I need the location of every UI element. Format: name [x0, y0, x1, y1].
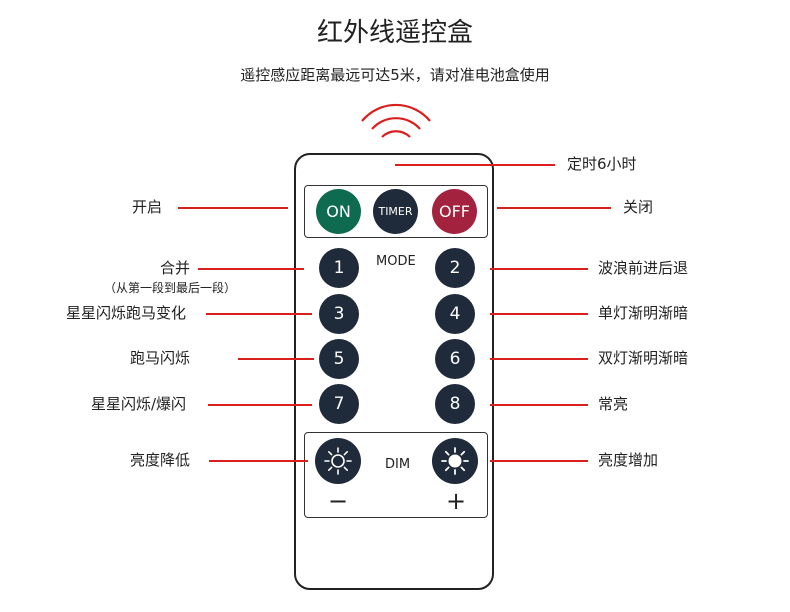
label-merge-note: （从第一段到最后一段）: [104, 281, 237, 295]
minus-sign: −: [328, 487, 349, 515]
ir-signal-icon: [361, 103, 431, 138]
callout-line-merge: [198, 268, 304, 270]
callout-line-dim-up: [490, 460, 588, 462]
mode-button-5[interactable]: 5: [319, 339, 359, 379]
label-on: 开启: [132, 198, 163, 216]
callout-line-star-burst: [208, 404, 312, 406]
mode-label: MODE: [376, 254, 416, 269]
mode-button-8[interactable]: 8: [435, 384, 475, 424]
mode-button-2[interactable]: 2: [435, 248, 475, 288]
dim-down-button[interactable]: [315, 438, 361, 484]
callout-line-on: [178, 207, 288, 209]
label-merge: 合并: [160, 259, 191, 277]
label-star-chase: 星星闪烁跑马变化: [66, 304, 187, 322]
page-subtitle: 遥控感应距离最远可达5米，请对准电池盒使用: [240, 66, 550, 84]
label-single-fade: 单灯渐明渐暗: [598, 304, 689, 322]
label-chase-flash: 跑马闪烁: [130, 349, 191, 367]
label-double-fade: 双灯渐明渐暗: [598, 349, 689, 367]
page-title: 红外线遥控盒: [316, 18, 473, 48]
callout-line-wave: [490, 268, 588, 270]
timer-button[interactable]: TIMER: [373, 189, 418, 234]
callout-line-double-fade: [490, 358, 588, 360]
label-off: 关闭: [623, 198, 654, 216]
label-star-burst: 星星闪烁/爆闪: [91, 395, 187, 413]
dim-panel: [304, 432, 488, 518]
off-button[interactable]: OFF: [432, 189, 477, 234]
on-button[interactable]: ON: [316, 189, 361, 234]
mode-button-1[interactable]: 1: [319, 248, 359, 288]
callout-line-steady: [490, 404, 588, 406]
callout-line-dim-down: [209, 460, 308, 462]
plus-sign: +: [446, 487, 467, 515]
label-dim-up: 亮度增加: [598, 451, 659, 469]
callout-line-star-chase: [206, 313, 312, 315]
callout-line-timer6h: [395, 164, 555, 166]
label-steady: 常亮: [598, 395, 629, 413]
callout-line-chase-flash: [238, 358, 314, 360]
dim-label: DIM: [385, 457, 411, 472]
sun-outline-icon: [324, 447, 352, 475]
callout-line-single-fade: [490, 313, 588, 315]
dim-up-button[interactable]: [432, 438, 478, 484]
mode-button-7[interactable]: 7: [319, 384, 359, 424]
label-wave: 波浪前进后退: [598, 259, 689, 277]
mode-button-6[interactable]: 6: [435, 339, 475, 379]
mode-button-3[interactable]: 3: [319, 294, 359, 334]
label-dim-down: 亮度降低: [130, 451, 191, 469]
mode-button-4[interactable]: 4: [435, 294, 475, 334]
power-panel: [304, 185, 488, 238]
label-timer6h: 定时6小时: [567, 155, 637, 173]
sun-filled-icon: [441, 447, 469, 475]
callout-line-off: [497, 207, 611, 209]
